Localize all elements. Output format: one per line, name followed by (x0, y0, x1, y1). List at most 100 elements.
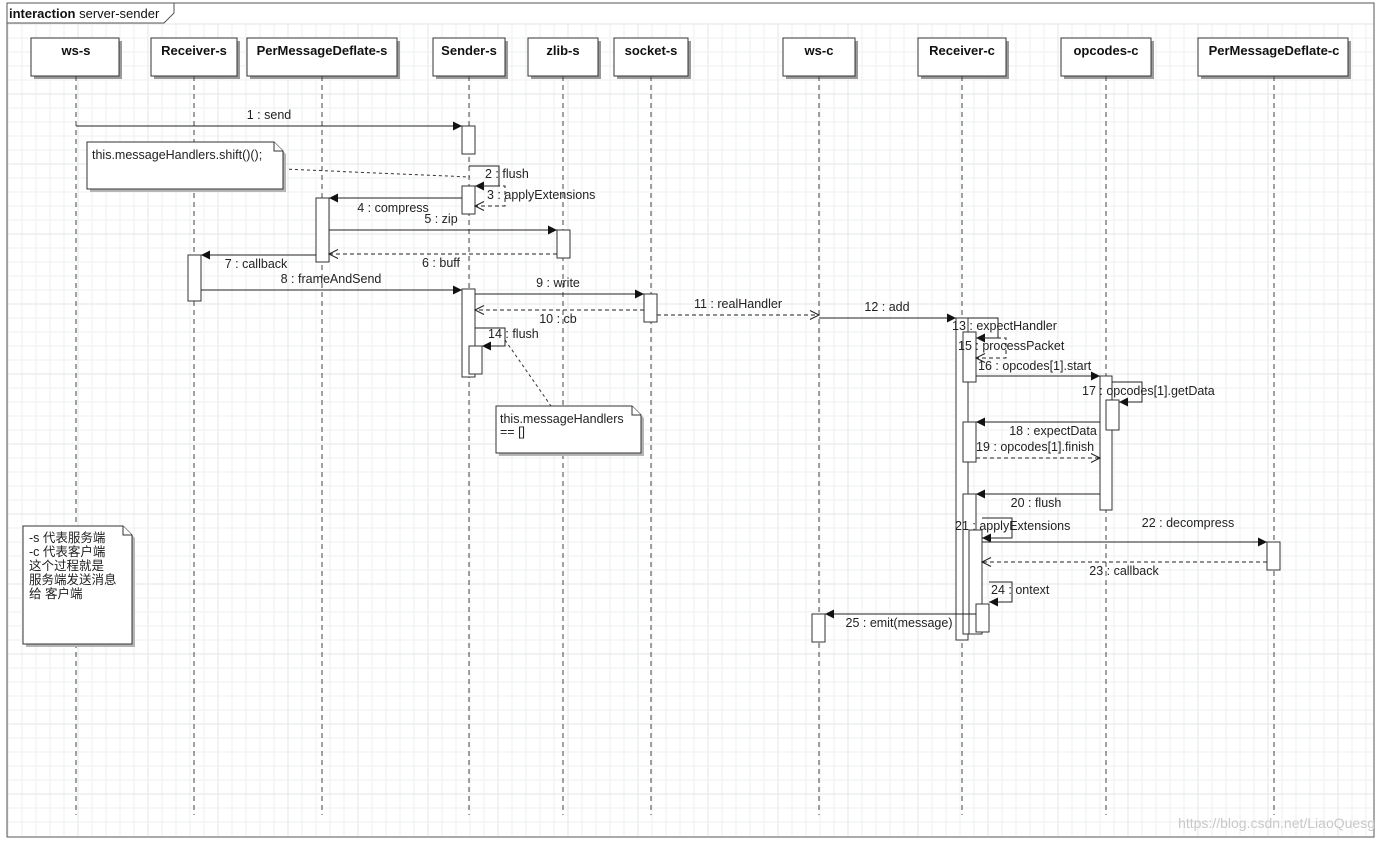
message-3: 3 : applyExtensions (473, 185, 595, 211)
message-label: 9 : write (536, 276, 580, 290)
message-line (1112, 381, 1143, 403)
note-text-line: -c 代表客户端 (29, 544, 105, 559)
note-text-line: 这个过程就是 (29, 558, 105, 573)
lifeline-label: PerMessageDeflate-s (257, 43, 388, 58)
note-body (495, 405, 642, 454)
arrowhead-open (473, 305, 485, 315)
message-9: 9 : write (475, 276, 644, 299)
message-label: 23 : callback (1089, 564, 1159, 578)
note-link-shift (282, 168, 471, 178)
lifeline-label: Receiver-c (929, 43, 995, 58)
message-label: 2 : flush (485, 167, 529, 181)
lifeline-head-box (917, 37, 1007, 77)
message-label: 15 : processPacket (958, 339, 1065, 353)
message-label: 11 : realHandler (694, 297, 782, 311)
lifeline-label: Sender-s (441, 43, 497, 58)
arrowhead (825, 609, 834, 619)
activation-bar (315, 197, 330, 263)
arrowhead (982, 533, 991, 543)
activation-bars (187, 125, 1281, 643)
message-label: 24 : ontext (991, 583, 1050, 597)
arrowhead-open (980, 557, 992, 567)
message-label: 21 : applyExtensions (955, 519, 1070, 533)
lifeline-label: ws-c (804, 43, 834, 58)
arrowhead-open (1090, 453, 1102, 463)
message-19: 19 : opcodes[1].finish (976, 440, 1102, 463)
lifeline-opcodes-c: opcodes-c (1060, 37, 1154, 815)
frame-border (6, 2, 1375, 838)
lifeline-label: opcodes-c (1073, 43, 1138, 58)
interaction-frame: interaction server-sender (6, 2, 1375, 838)
message-11: 11 : realHandler (657, 297, 821, 320)
arrowhead (1119, 397, 1128, 407)
arrowhead (976, 489, 985, 499)
frame-keyword: interaction (9, 6, 76, 21)
arrowhead (482, 341, 491, 351)
message-line (475, 185, 506, 207)
message-22: 22 : decompress (982, 516, 1267, 547)
arrowhead (201, 250, 210, 260)
lifeline-label: Receiver-s (161, 43, 227, 58)
message-label: 8 : frameAndSend (281, 272, 382, 286)
activation-bar (1105, 399, 1120, 431)
lifeline-pmd-c: PerMessageDeflate-c (1197, 37, 1351, 815)
lifeline-head-box (782, 37, 856, 77)
frame-name: server-sender (79, 6, 160, 21)
message-20: 20 : flush (976, 489, 1100, 510)
arrowhead (329, 193, 338, 203)
message-label: 5 : zip (424, 212, 457, 226)
note-body (86, 141, 284, 190)
arrowhead (1091, 371, 1100, 381)
message-line (989, 581, 1013, 603)
arrowhead (976, 333, 985, 343)
message-label: 10 : cb (539, 312, 577, 326)
activation-bar (962, 421, 977, 463)
note-text-line: 服务端发送消息 (29, 572, 117, 587)
message-17: 17 : opcodes[1].getData (1082, 381, 1215, 407)
arrowhead (635, 289, 644, 299)
watermark: https://blog.csdn.net/LiaoQuesg (1178, 815, 1375, 831)
activation-bar (187, 254, 202, 302)
background-grid (7, 23, 1373, 836)
note-shift: this.messageHandlers.shift()(); (86, 141, 286, 192)
message-7: 7 : callback (201, 250, 316, 271)
lifeline-ws-s: ws-s (30, 37, 122, 815)
message-label: 14 : flush (488, 327, 539, 341)
notes: this.messageHandlers.shift()(); this.mess… (22, 141, 644, 647)
message-8: 8 : frameAndSend (201, 272, 462, 295)
message-label: 13 : expectHandler (952, 319, 1057, 333)
message-label: 6 : buff (422, 256, 461, 270)
arrowhead (453, 285, 462, 295)
lifeline-ws-c: ws-c (782, 37, 858, 815)
lifeline-label: zlib-s (546, 43, 579, 58)
note-link-empty (504, 339, 552, 407)
message-6: 6 : buff (327, 249, 557, 270)
message-12: 12 : add (819, 300, 956, 323)
activation-bar (468, 345, 483, 375)
lifeline-head-box (432, 37, 506, 77)
arrowhead (947, 313, 956, 323)
lifeline-receiver-s: Receiver-s (150, 37, 240, 815)
message-label: 22 : decompress (1142, 516, 1234, 530)
note-empty: this.messageHandlers== [] (495, 405, 644, 456)
arrowhead-open (974, 353, 986, 363)
message-4: 4 : compress (329, 193, 462, 215)
message-10: 10 : cb (473, 305, 644, 326)
note-text-line: == [] (500, 425, 525, 439)
message-24: 24 : ontext (989, 581, 1050, 607)
note-body (22, 525, 133, 645)
note-text-line: this.messageHandlers.shift()(); (92, 148, 262, 162)
activation-bar (461, 125, 476, 155)
message-label: 18 : expectData (1009, 424, 1097, 438)
message-label: 16 : opcodes[1].start (978, 359, 1092, 373)
lifeline-label: ws-s (61, 43, 91, 58)
message-16: 16 : opcodes[1].start (976, 359, 1100, 381)
lifeline-label: socket-s (625, 43, 678, 58)
message-25: 25 : emit(message) (825, 609, 976, 630)
message-label: 12 : add (864, 300, 909, 314)
lifelines: ws-s Receiver-s PerMessageDeflate-s Sender-… (30, 37, 1351, 815)
message-label: 3 : applyExtensions (487, 188, 595, 202)
activation-bar (962, 331, 977, 383)
